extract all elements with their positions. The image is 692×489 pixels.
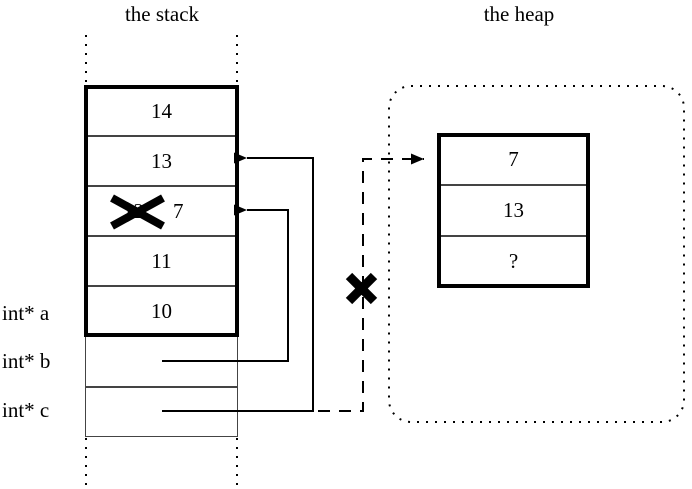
stack-cell-2: 12 7 <box>85 186 238 236</box>
stack-pointer-cell-c <box>85 387 238 437</box>
heap-cell-1: 13 <box>438 185 589 236</box>
heap-cell-2: ? <box>438 236 589 287</box>
label-int-a: int* a <box>2 301 50 325</box>
label-int-b: int* b <box>2 349 51 373</box>
invalidation-x-mark <box>345 272 378 305</box>
stack-cell-1: 13 <box>85 136 238 186</box>
stack-cell-3: 11 <box>85 236 238 286</box>
stack-cell-1-value: 13 <box>151 148 172 173</box>
heap-cell-0: 7 <box>438 134 589 185</box>
stack-cell-4-value: 10 <box>151 298 172 323</box>
heap-title: the heap <box>483 2 555 26</box>
stack-cell-4: 10 <box>85 286 238 336</box>
stack-cell-0-value: 14 <box>151 98 172 123</box>
heap-cell-1-value: 13 <box>503 198 524 222</box>
label-int-c: int* c <box>2 398 50 422</box>
heap-cell-0-value: 7 <box>508 147 519 171</box>
stack-cell-2-struck-value: 12 <box>123 198 144 223</box>
stack-cell-2-value: 7 <box>173 198 184 223</box>
stack-cell-0: 14 <box>85 86 238 136</box>
dangling-pointer-dashed <box>318 153 424 412</box>
heap-cell-2-value: ? <box>508 249 519 273</box>
stack-pointer-cell-b <box>85 336 238 387</box>
stack-title: the stack <box>124 2 200 26</box>
stack-cell-3-value: 11 <box>151 248 172 273</box>
